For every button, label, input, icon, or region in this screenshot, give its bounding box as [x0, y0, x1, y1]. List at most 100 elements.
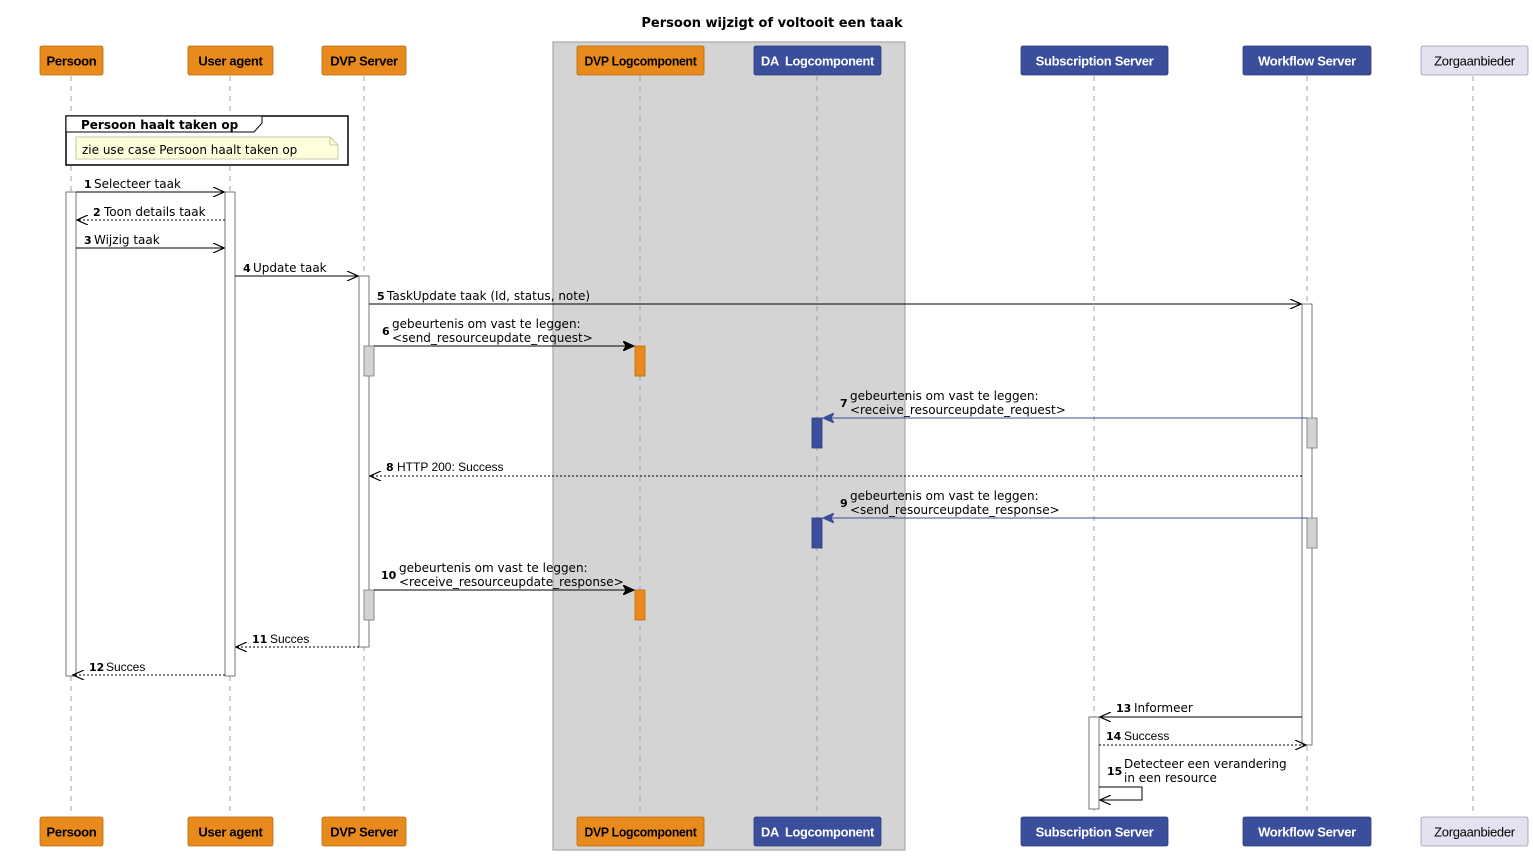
participant-dvplog-bottom: DVP Logcomponent — [576, 816, 705, 847]
participant-subserver-top: Subscription Server — [1020, 45, 1169, 76]
participant-wfserver-top: Workflow Server — [1242, 45, 1372, 76]
activation-dvplog-1 — [634, 345, 646, 377]
message-number: 4 — [243, 262, 251, 275]
group-note: zie use case Persoon haalt taken op — [75, 136, 339, 160]
activation-wfserver-log1 — [1306, 417, 1318, 449]
participant-label: DA Logcomponent — [761, 54, 875, 69]
participant-label: Workflow Server — [1258, 54, 1356, 69]
participant-label: DA Logcomponent — [761, 825, 875, 840]
activation-dvpserver-log2 — [363, 589, 375, 621]
activation-dvplog-2 — [634, 589, 646, 621]
participant-label: DVP Server — [330, 54, 398, 69]
participant-label: Zorgaanbieder — [1434, 54, 1516, 69]
message-15: 15 Detecteer een verandering in een reso… — [1099, 757, 1287, 800]
message-label: <receive_resourceupdate_response> — [399, 575, 624, 589]
group-frame: Persoon haalt taken op zie use case Pers… — [65, 115, 349, 166]
message-7: 7 gebeurtenis om vast te leggen: <receiv… — [823, 389, 1307, 418]
participant-label: Zorgaanbieder — [1434, 825, 1516, 840]
message-label: Toon details taak — [103, 205, 206, 219]
activation-useragent — [224, 191, 236, 677]
participant-useragent-top: User agent — [187, 45, 274, 76]
message-label: Succes — [270, 632, 309, 646]
message-number: 5 — [377, 290, 385, 303]
message-13: 13 Informeer — [1100, 701, 1302, 717]
logcomponent-box — [552, 41, 906, 851]
activation-dalog-1 — [811, 417, 823, 449]
message-label: Success — [1124, 729, 1169, 743]
message-8: 8 HTTP 200: Success — [370, 460, 1302, 476]
message-label: <send_resourceupdate_response> — [850, 503, 1060, 517]
activation-persoon — [65, 191, 77, 677]
participant-subserver-bottom: Subscription Server — [1020, 816, 1169, 847]
message-number: 3 — [84, 234, 92, 247]
message-1: 1 Selecteer taak — [76, 177, 224, 192]
message-number: 2 — [93, 206, 101, 219]
participant-label: DVP Logcomponent — [585, 54, 698, 69]
participant-wfserver-bottom: Workflow Server — [1242, 816, 1372, 847]
message-label: <receive_resourceupdate_request> — [850, 403, 1066, 417]
participant-dvpserver-top: DVP Server — [321, 45, 407, 76]
message-6: 6 gebeurtenis om vast te leggen: <send_r… — [374, 317, 634, 346]
message-number: 11 — [252, 633, 267, 646]
participant-label: User agent — [198, 54, 263, 69]
message-number: 10 — [381, 569, 397, 582]
message-label: Wijzig taak — [94, 233, 160, 247]
participant-label: Persoon — [47, 825, 97, 840]
message-14: 14 Success — [1099, 729, 1306, 745]
participant-zorg-bottom: Zorgaanbieder — [1420, 816, 1529, 847]
activation-dvpserver-log1 — [363, 345, 375, 377]
message-number: 8 — [386, 461, 394, 474]
activation-dalog-2 — [811, 517, 823, 549]
message-label: TaskUpdate taak (Id, status, note) — [386, 289, 590, 303]
message-label: gebeurtenis om vast te leggen: — [392, 317, 581, 331]
participant-useragent-bottom: User agent — [187, 816, 274, 847]
participant-label: Subscription Server — [1036, 825, 1154, 840]
message-number: 9 — [840, 497, 848, 510]
message-label: gebeurtenis om vast te leggen: — [399, 561, 588, 575]
message-label: Succes — [106, 660, 145, 674]
message-number: 14 — [1106, 730, 1122, 743]
message-label: Informeer — [1134, 701, 1193, 715]
participant-label: User agent — [198, 825, 263, 840]
message-9: 9 gebeurtenis om vast te leggen: <send_r… — [823, 489, 1307, 518]
participant-dvplog-top: DVP Logcomponent — [576, 45, 705, 76]
participant-label: Workflow Server — [1258, 825, 1356, 840]
message-label: gebeurtenis om vast te leggen: — [850, 389, 1039, 403]
message-4: 4 Update taak — [235, 261, 358, 276]
message-5: 5 TaskUpdate taak (Id, status, note) — [369, 289, 1301, 304]
message-10: 10 gebeurtenis om vast te leggen: <recei… — [374, 561, 634, 590]
activation-subserver — [1088, 716, 1100, 810]
message-12: 12 Succes — [73, 660, 225, 675]
message-label: in een resource — [1124, 771, 1217, 785]
message-number: 7 — [840, 397, 848, 410]
message-number: 15 — [1107, 765, 1122, 778]
message-label: <send_resourceupdate_request> — [392, 331, 593, 345]
participant-dalog-bottom: DA Logcomponent — [753, 816, 882, 847]
participant-persoon-top: Persoon — [39, 45, 104, 76]
participant-label: Persoon — [47, 54, 97, 69]
diagram-title: Persoon wijzigt of voltooit een taak — [641, 16, 903, 31]
activation-wfserver-log2 — [1306, 517, 1318, 549]
message-number: 13 — [1116, 702, 1131, 715]
participant-dalog-top: DA Logcomponent — [753, 45, 882, 76]
participant-zorg-top: Zorgaanbieder — [1420, 45, 1529, 76]
message-2: 2 Toon details taak — [77, 205, 225, 220]
note-text: zie use case Persoon haalt taken op — [82, 143, 297, 157]
message-label: HTTP 200: Success — [397, 460, 504, 474]
participant-dvpserver-bottom: DVP Server — [321, 816, 407, 847]
participant-label: DVP Logcomponent — [585, 825, 698, 840]
message-label: Update taak — [253, 261, 327, 275]
message-label: Selecteer taak — [94, 177, 181, 191]
message-number: 12 — [89, 661, 104, 674]
activations — [65, 191, 1318, 810]
message-number: 1 — [84, 178, 92, 191]
message-3: 3 Wijzig taak — [76, 233, 224, 248]
message-label: Detecteer een verandering — [1124, 757, 1287, 771]
activation-dvpserver — [358, 275, 370, 648]
message-number: 6 — [382, 325, 390, 338]
participant-label: DVP Server — [330, 825, 398, 840]
participant-label: Subscription Server — [1036, 54, 1154, 69]
message-label: gebeurtenis om vast te leggen: — [850, 489, 1039, 503]
participant-persoon-bottom: Persoon — [39, 816, 104, 847]
